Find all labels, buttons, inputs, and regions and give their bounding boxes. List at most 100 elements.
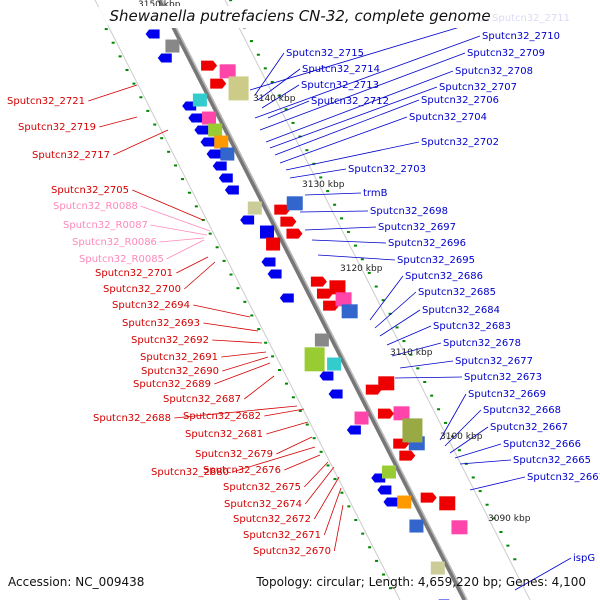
gene-block <box>341 304 358 319</box>
tick-dot <box>146 109 150 112</box>
tick-dot <box>284 382 288 385</box>
reverse-strand-gene <box>157 53 172 63</box>
right-gene-label: Sputcn32_2715 <box>286 48 364 59</box>
left-gene-label: Sputcn32_2676 <box>203 465 281 476</box>
forward-strand-gene <box>310 276 327 287</box>
tick-dot <box>388 587 392 590</box>
right-label-connector <box>274 99 420 156</box>
right-gene-label: Sputcn32_2707 <box>439 82 517 93</box>
right-label-connector <box>379 309 421 337</box>
gene-block <box>286 196 303 211</box>
left-label-connector <box>140 205 211 232</box>
right-gene-label: Sputcn32_2661 <box>527 472 600 483</box>
reverse-strand-gene <box>383 497 398 507</box>
gene-block <box>430 561 445 575</box>
right-label-connector <box>317 254 396 261</box>
left-label-connector <box>203 322 259 332</box>
left-gene-label: Sputcn32_2693 <box>122 318 200 329</box>
tick-dot <box>256 53 260 56</box>
reverse-strand-gene <box>261 257 276 267</box>
tick-dot <box>305 423 309 426</box>
right-label-connector <box>299 210 369 213</box>
left-label-connector <box>276 436 313 455</box>
right-gene-label: Sputcn32_2669 <box>468 389 546 400</box>
tick-dot <box>471 476 475 479</box>
left-gene-label: Sputcn32_2674 <box>224 499 302 510</box>
tick-dot <box>118 55 122 58</box>
gene-block <box>378 376 395 391</box>
right-gene-label: Sputcn32_2685 <box>418 287 496 298</box>
tick-dot <box>291 121 295 124</box>
gene-block <box>219 64 236 79</box>
tick-dot <box>430 394 434 397</box>
left-label-connector <box>244 375 275 400</box>
gene-block <box>247 201 262 215</box>
tick-dot <box>354 519 358 522</box>
right-gene-label: Sputcn32_2703 <box>348 164 426 175</box>
tick-dot <box>187 191 191 194</box>
right-label-connector <box>391 342 442 357</box>
kbp-marker: 3140 kbp <box>253 94 296 104</box>
left-label-connector <box>323 487 342 536</box>
kbp-marker: 3130 kbp <box>302 180 345 190</box>
gene-block <box>266 237 281 251</box>
gene-block <box>214 135 229 149</box>
reverse-strand-gene <box>371 473 386 483</box>
right-label-connector <box>279 116 408 164</box>
gene-block-large <box>228 76 249 101</box>
tick-dot <box>333 203 337 206</box>
tick-dot <box>111 41 115 44</box>
genome-backbone <box>157 0 468 600</box>
left-gene-label: Sputcn32_2705 <box>51 185 129 196</box>
gene-block <box>329 280 346 295</box>
right-gene-label: Sputcn32_2712 <box>311 96 389 107</box>
gene-block <box>327 357 342 371</box>
left-label-connector <box>150 224 208 236</box>
left-gene-label: Sputcn32_2681 <box>185 429 263 440</box>
tick-dot <box>381 299 385 302</box>
reverse-strand-gene <box>206 149 221 159</box>
left-gene-label: Sputcn32_R0087 <box>63 220 148 231</box>
gene-block <box>208 123 223 137</box>
tick-dot <box>360 258 364 261</box>
right-label-connector <box>259 52 466 131</box>
tick-dot <box>361 532 365 535</box>
tick-dot <box>194 205 198 208</box>
right-gene-label: Sputcn32_2714 <box>302 64 380 75</box>
right-label-connector <box>311 239 387 244</box>
tick-dot <box>270 80 274 83</box>
tick-dot <box>353 244 357 247</box>
left-gene-label: Sputcn32_2680 <box>151 467 229 478</box>
right-gene-label: Sputcn32_2668 <box>483 405 561 416</box>
tick-dot <box>492 517 496 520</box>
left-label-connector <box>214 362 271 385</box>
left-gene-label: Sputcn32_2690 <box>141 366 219 377</box>
right-gene-label: Sputcn32_2666 <box>503 439 581 450</box>
left-label-connector <box>166 239 205 260</box>
reverse-strand-gene <box>279 293 294 303</box>
tick-dot <box>319 450 323 453</box>
kbp-marker: 3090 kbp <box>488 514 531 524</box>
tick-dot <box>278 369 282 372</box>
left-label-connector <box>113 129 169 156</box>
forward-strand-gene <box>316 288 333 299</box>
tick-dot <box>229 273 233 276</box>
left-gene-label: Sputcn32_2719 <box>18 122 96 133</box>
forward-strand-gene <box>280 216 297 227</box>
gene-block-large <box>304 347 325 372</box>
tick-dot <box>340 217 344 220</box>
right-label-connector <box>257 68 301 101</box>
right-gene-label: Sputcn32_2713 <box>301 80 379 91</box>
gene-block <box>439 496 456 511</box>
left-gene-label: Sputcn32_2721 <box>7 96 85 107</box>
forward-strand-gene <box>286 228 303 239</box>
forward-strand-gene <box>201 60 218 71</box>
tick-dot <box>499 530 503 533</box>
right-gene-label: Sputcn32_2698 <box>370 206 448 217</box>
right-label-connector <box>254 35 481 119</box>
left-gene-label: Sputcn32_2701 <box>95 268 173 279</box>
gene-block <box>397 495 412 509</box>
tick-dot <box>167 150 171 153</box>
tick-dot <box>485 503 489 506</box>
